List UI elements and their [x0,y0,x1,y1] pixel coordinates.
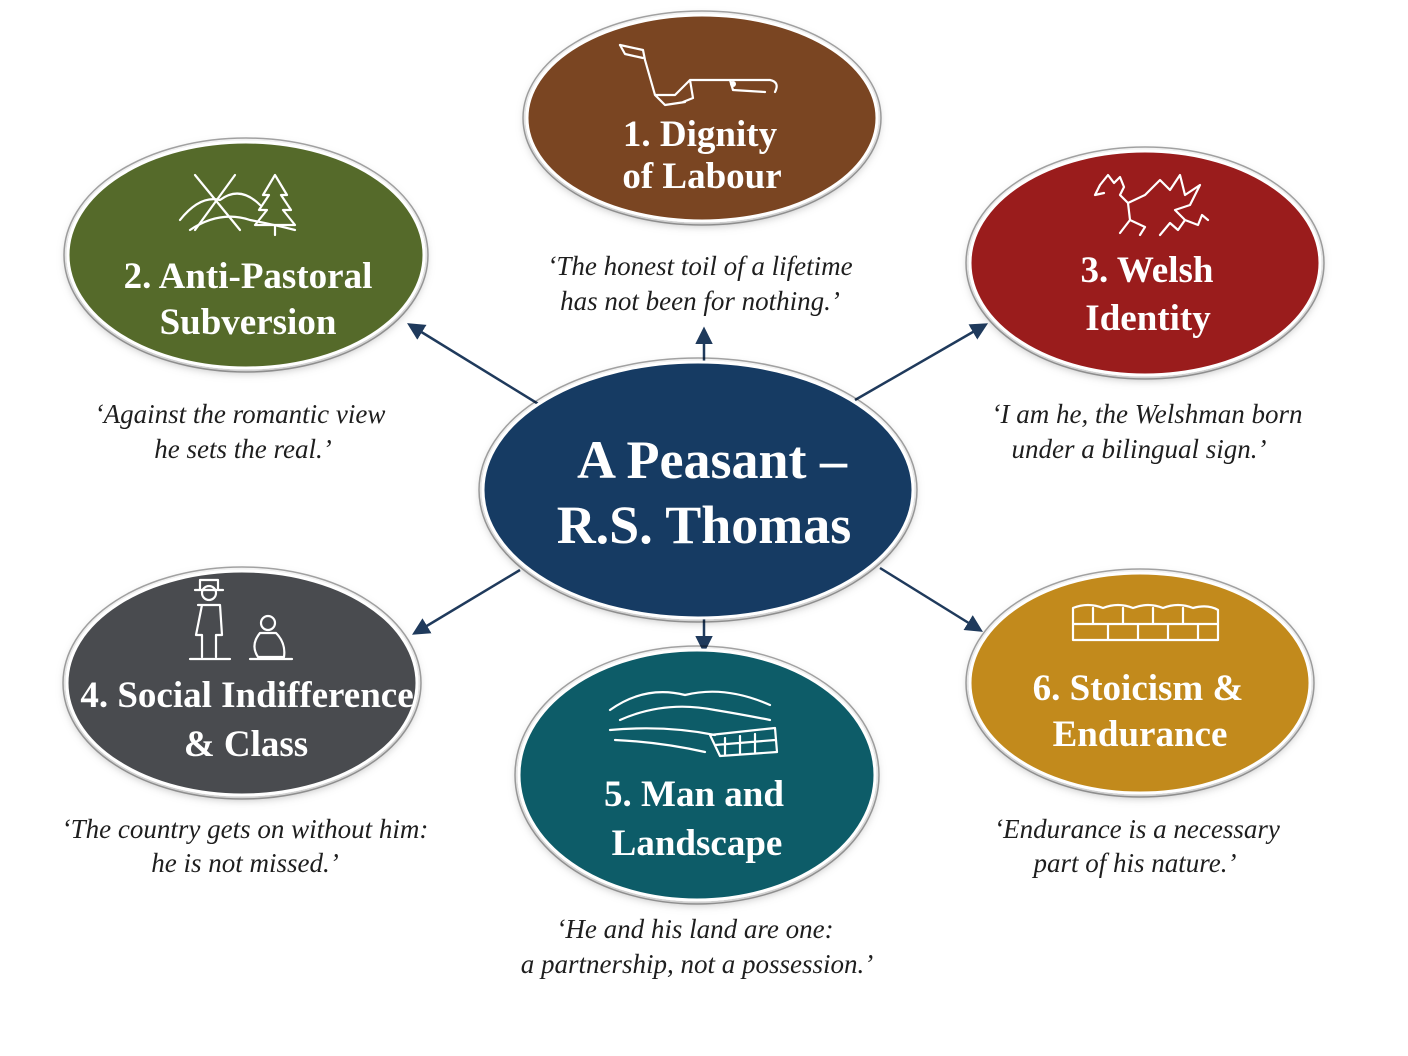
landscape-ellipse [517,648,877,902]
gentleman-and-peasant-icon [188,578,294,661]
welsh-quote-line1: ‘I am he, the Welshman born [992,399,1303,429]
welsh-quote-line2: under a bilingual sign.’ [1012,434,1267,464]
anti-pastoral-label-line2: Subversion [160,302,337,343]
stoicism-quote-line1: ‘Endurance is a necessary [994,814,1280,844]
stoicism-quote-line2: part of his nature.’ [1031,848,1236,878]
arrow-to-anti-pastoral [407,323,541,407]
stoicism-label-line2: Endurance [1053,714,1228,755]
connector-arrows [407,323,989,654]
dignity-ellipse [525,13,879,223]
stoicism-label-line1: 6. Stoicism & [1033,668,1244,709]
theme-node-welsh: 3. Welsh Identity [965,146,1325,380]
dignity-label-line2: of Labour [622,156,781,197]
landscape-label-line2: Landscape [612,823,783,864]
landscape-quote-line1: ‘He and his land are one: [556,914,833,944]
center-node [478,357,918,623]
social-label-line2: & Class [184,724,308,765]
center-title-line1: A Peasant – [577,430,848,490]
social-label-line1: 4. Social Indifference [80,675,413,716]
stoicism-ellipse [968,571,1312,795]
anti-pastoral-label-line1: 2. Anti-Pastoral [124,256,373,297]
anti-pastoral-ellipse [66,140,426,370]
stone-wall-icon [1071,603,1220,642]
arrow-to-stoicism [879,566,983,632]
welsh-label-line1: 3. Welsh [1081,250,1214,291]
theme-node-dignity: 1. Dignity of Labour [522,10,882,226]
hills-and-wall-icon [608,690,779,758]
landscape-quote-line2: a partnership, not a possession.’ [521,949,874,979]
landscape-label-line1: 5. Man and [604,774,784,815]
social-ellipse [65,569,419,797]
dignity-label-line1: 1. Dignity [623,114,778,155]
dignity-quote-line2: has not been for nothing.’ [560,286,840,316]
plough-icon [618,43,778,107]
center-ellipse [481,360,915,620]
crossed-landscape-icon [178,173,297,237]
theme-node-anti-pastoral: 2. Anti-Pastoral Subversion [63,137,429,373]
center-title-line2: R.S. Thomas [557,495,852,555]
welsh-label-line2: Identity [1085,298,1211,339]
anti-pastoral-quote-line2: he sets the real.’ [154,434,331,464]
anti-pastoral-quote-line1: ‘Against the romantic view [95,399,386,429]
theme-node-social: 4. Social Indifference & Class [62,566,422,800]
welsh-ellipse [968,149,1322,377]
social-quote-line2: he is not missed.’ [151,848,338,878]
welsh-dragon-icon [1093,173,1210,237]
dignity-quote-line1: ‘The honest toil of a lifetime [547,251,852,281]
social-quote-line1: ‘The country gets on without him: [62,814,429,844]
theme-node-landscape: 5. Man and Landscape [514,645,880,905]
theme-node-stoicism: 6. Stoicism & Endurance [965,568,1315,798]
arrow-to-social [411,568,521,635]
arrow-to-welsh [854,323,989,402]
